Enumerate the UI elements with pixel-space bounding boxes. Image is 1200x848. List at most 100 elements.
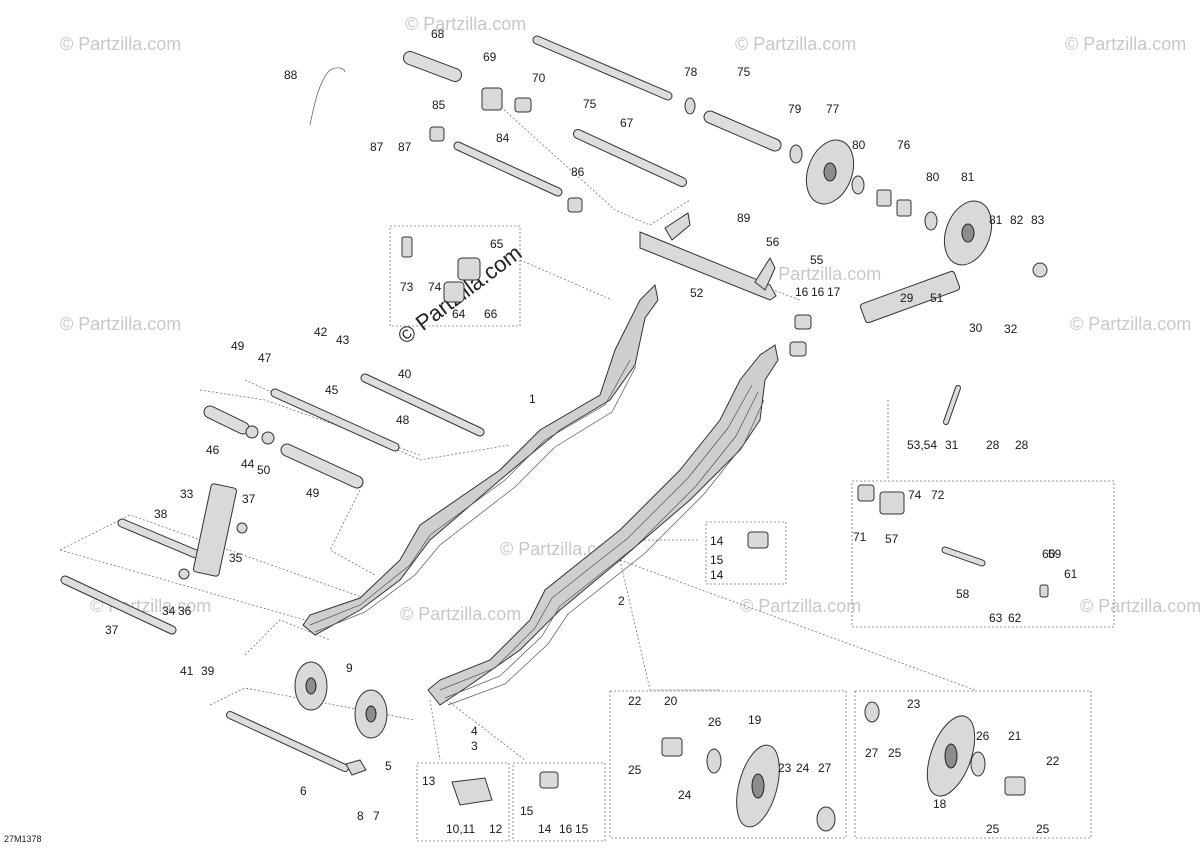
diagram-code: 27M1378	[4, 834, 42, 844]
callout-label: 88	[284, 68, 298, 82]
callout-label: 40	[398, 367, 412, 381]
callout-label: 58	[956, 587, 970, 601]
callout-label: 75	[737, 65, 751, 79]
callout-label: 4	[471, 724, 478, 738]
callout-label: 55	[810, 253, 824, 267]
callout-label: 27	[865, 746, 879, 760]
callout-label: 41	[180, 664, 194, 678]
callout-label: 27	[818, 761, 832, 775]
callout-label: 43	[336, 333, 350, 347]
callout-label: 77	[826, 102, 840, 116]
callout-label: 16	[795, 285, 809, 299]
callout-label: 20	[664, 694, 678, 708]
callout-label: 42	[314, 325, 328, 339]
small-parts	[178, 67, 1049, 832]
callout-label: 35	[229, 551, 243, 565]
callout-label: 16	[559, 822, 573, 836]
callout-label: 25	[1036, 822, 1050, 836]
callout-label: 73	[400, 280, 414, 294]
callout-label: 23	[907, 697, 921, 711]
callout-label: 70	[532, 71, 546, 85]
callout-label: 80	[852, 138, 866, 152]
callout-label: 31	[945, 438, 959, 452]
callout-label: 9	[346, 661, 353, 675]
watermark-text: © Partzilla.com	[60, 314, 181, 334]
callout-label: 26	[976, 729, 990, 743]
callout-label: 32	[1004, 322, 1018, 336]
callout-label: 74	[908, 488, 922, 502]
callout-label: 39	[201, 664, 215, 678]
right-rail	[427, 344, 779, 706]
callout-label: 52	[690, 286, 704, 300]
callout-label: 6	[300, 784, 307, 798]
callout-label: 13	[422, 774, 436, 788]
callout-label: 33	[180, 487, 194, 501]
callout-label: 49	[231, 339, 245, 353]
callout-label: 68	[431, 27, 445, 41]
callout-label: 66	[484, 307, 498, 321]
callout-label: 47	[258, 351, 272, 365]
callout-label: 25	[628, 763, 642, 777]
callout-label: 46	[206, 443, 220, 457]
callout-label: 78	[684, 65, 698, 79]
callout-label: 23	[778, 761, 792, 775]
rear-axle-assembly	[639, 212, 777, 301]
callout-label: 82	[1010, 213, 1024, 227]
group-box-21-28	[609, 690, 847, 839]
group-box-20-28	[854, 690, 1092, 839]
callout-label: 3	[471, 739, 478, 753]
callout-label: 38	[154, 507, 168, 521]
callout-label: 1	[529, 392, 536, 406]
callout-label: 48	[396, 413, 410, 427]
callout-label: 69	[483, 50, 497, 64]
watermark-text: © Partzilla.com	[1070, 314, 1191, 334]
callout-label: 63	[989, 611, 1003, 625]
callout-label: 8	[357, 809, 364, 823]
callout-label: 80	[926, 170, 940, 184]
group-boxes	[389, 225, 1115, 842]
callout-label: 67	[620, 116, 634, 130]
callout-label: 81	[961, 170, 975, 184]
callout-label: 59	[1048, 547, 1062, 561]
callout-label: 56	[766, 235, 780, 249]
callout-label: 14	[710, 534, 724, 548]
callout-label: 34	[162, 604, 176, 618]
callout-label: 61	[1064, 567, 1078, 581]
callout-label: 24	[678, 788, 692, 802]
callout-label: 76	[897, 138, 911, 152]
callout-label: 74	[428, 280, 442, 294]
callout-label: 14	[710, 568, 724, 582]
callout-label: 89	[737, 211, 751, 225]
group-box-74-68	[389, 225, 521, 327]
callout-label: 50	[257, 463, 271, 477]
callout-label: 45	[325, 383, 339, 397]
watermark-text: © Partzilla.com	[760, 264, 881, 284]
callout-label: 22	[628, 694, 642, 708]
callout-label: 72	[931, 488, 945, 502]
callout-label: 30	[969, 321, 983, 335]
callout-label: 10,11	[446, 822, 475, 836]
callout-label: 19	[748, 713, 762, 727]
shafts	[60, 35, 986, 772]
callout-label: 60	[1042, 547, 1056, 561]
idler-wheels	[294, 139, 993, 828]
callout-label: 28	[1015, 438, 1029, 452]
callout-label: 85	[432, 98, 446, 112]
callout-label: 79	[788, 102, 802, 116]
callout-label: 44	[241, 457, 255, 471]
watermark-text: © Partzilla.com	[1080, 596, 1200, 616]
callout-label: 2	[618, 594, 625, 608]
callout-label: 21	[1008, 729, 1022, 743]
callout-label: 29	[900, 291, 914, 305]
callout-label: 24	[796, 761, 810, 775]
callout-label: 15	[575, 822, 589, 836]
callout-label: 57	[885, 532, 899, 546]
callout-label: 84	[496, 131, 510, 145]
callout-label: 28	[986, 438, 1000, 452]
callout-label: 26	[708, 715, 722, 729]
callout-labels: 1 2 3 4 5 6 7 8 9 10,11 12 13 14 14 14 1…	[105, 27, 1078, 836]
watermark-text: © Partzilla.com	[735, 34, 856, 54]
callout-label: 37	[242, 492, 256, 506]
watermark-text: © Partzilla.com	[740, 596, 861, 616]
